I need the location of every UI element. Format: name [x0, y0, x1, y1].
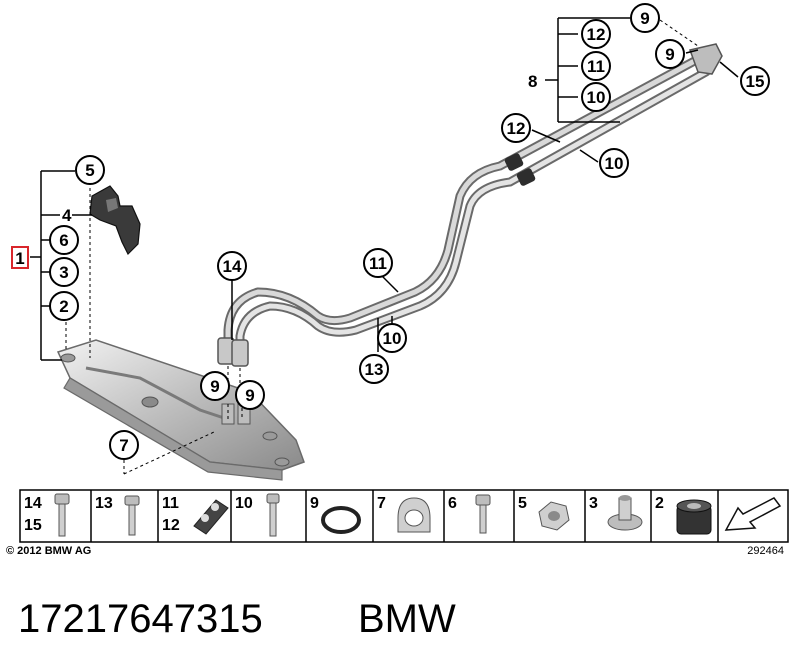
- callout-10-low: 10: [377, 323, 407, 353]
- legend-cell-9-top: 3: [589, 495, 598, 512]
- callout-10-mid: 10: [599, 148, 629, 178]
- svg-text:6: 6: [59, 231, 68, 250]
- legend-cell-5-top: 9: [310, 495, 319, 512]
- brand-name: BMW: [358, 597, 456, 641]
- rubber-mount-icon: [607, 495, 643, 531]
- legend-cell-3-bottom: 12: [162, 517, 180, 534]
- hex-nut-icon: [538, 501, 570, 531]
- legend-cell-7-top: 6: [448, 495, 457, 512]
- oil-cooler: [56, 339, 305, 481]
- callout-group-1-box: 1: [11, 246, 29, 269]
- svg-text:5: 5: [85, 161, 94, 180]
- svg-text:9: 9: [665, 45, 674, 64]
- bolt-icon: [54, 493, 70, 537]
- legend-cell-8-top: 5: [518, 495, 527, 512]
- o-ring-icon: [321, 506, 361, 534]
- callout-6: 6: [49, 225, 79, 255]
- hex-bolt-icon: [475, 494, 491, 534]
- diagram-number: 292464: [747, 545, 784, 557]
- callout-7: 7: [109, 430, 139, 460]
- legend-cell-10-top: 2: [655, 495, 664, 512]
- legend-cell-4-top: 10: [235, 495, 253, 512]
- oil-cooler-lines: [217, 43, 723, 367]
- svg-text:9: 9: [210, 377, 219, 396]
- mounting-bracket: [89, 185, 141, 256]
- callout-9-low-left: 9: [200, 371, 230, 401]
- svg-text:11: 11: [587, 57, 605, 76]
- callout-2: 2: [49, 291, 79, 321]
- direction-arrow-icon: [724, 497, 782, 531]
- svg-text:14: 14: [223, 257, 242, 276]
- bolt-long-icon: [266, 493, 280, 537]
- screw-icon: [124, 495, 140, 536]
- svg-text:7: 7: [119, 436, 128, 455]
- callout-4: 4: [62, 206, 72, 225]
- callout-1: 1: [15, 249, 24, 268]
- svg-text:9: 9: [245, 386, 254, 405]
- callout-14: 14: [217, 251, 247, 281]
- svg-text:10: 10: [587, 88, 606, 107]
- parts-legend: 14 15 13 11 12 10 9: [19, 489, 789, 543]
- callout-5: 5: [75, 155, 105, 185]
- callout-11-mid: 11: [363, 248, 393, 278]
- svg-text:13: 13: [365, 360, 384, 379]
- svg-text:2: 2: [59, 297, 68, 316]
- grommet-icon: [676, 499, 712, 535]
- callout-11-top: 11: [581, 51, 611, 81]
- callout-12-mid: 12: [501, 113, 531, 143]
- svg-text:10: 10: [605, 154, 624, 173]
- legend-cell-6-top: 7: [377, 495, 386, 512]
- svg-text:12: 12: [507, 119, 526, 138]
- leader-lines: [30, 17, 739, 475]
- callout-8: 8: [528, 72, 537, 91]
- callout-9-right: 9: [655, 39, 685, 69]
- svg-text:15: 15: [746, 72, 765, 91]
- callout-9-low-right: 9: [235, 380, 265, 410]
- callout-13: 13: [359, 354, 389, 384]
- svg-text:12: 12: [587, 25, 606, 44]
- callout-12-top: 12: [581, 19, 611, 49]
- svg-text:11: 11: [369, 254, 387, 273]
- callout-15: 15: [740, 66, 770, 96]
- svg-text:9: 9: [640, 9, 649, 28]
- legend-cell-1-bottom: 15: [24, 517, 42, 534]
- clamp-icon: [397, 497, 431, 533]
- svg-text:3: 3: [59, 263, 68, 282]
- callout-3: 3: [49, 257, 79, 287]
- callout-10-top: 10: [581, 82, 611, 112]
- callout-9-top: 9: [630, 3, 660, 33]
- pipe-clip-icon: [193, 499, 229, 535]
- legend-cell-2-top: 13: [95, 495, 113, 512]
- part-number: 17217647315: [18, 597, 263, 641]
- legend-cell-3-top: 11: [162, 495, 179, 512]
- copyright: © 2012 BMW AG: [6, 545, 91, 557]
- legend-cell-1-top: 14: [24, 495, 42, 512]
- svg-text:10: 10: [383, 329, 402, 348]
